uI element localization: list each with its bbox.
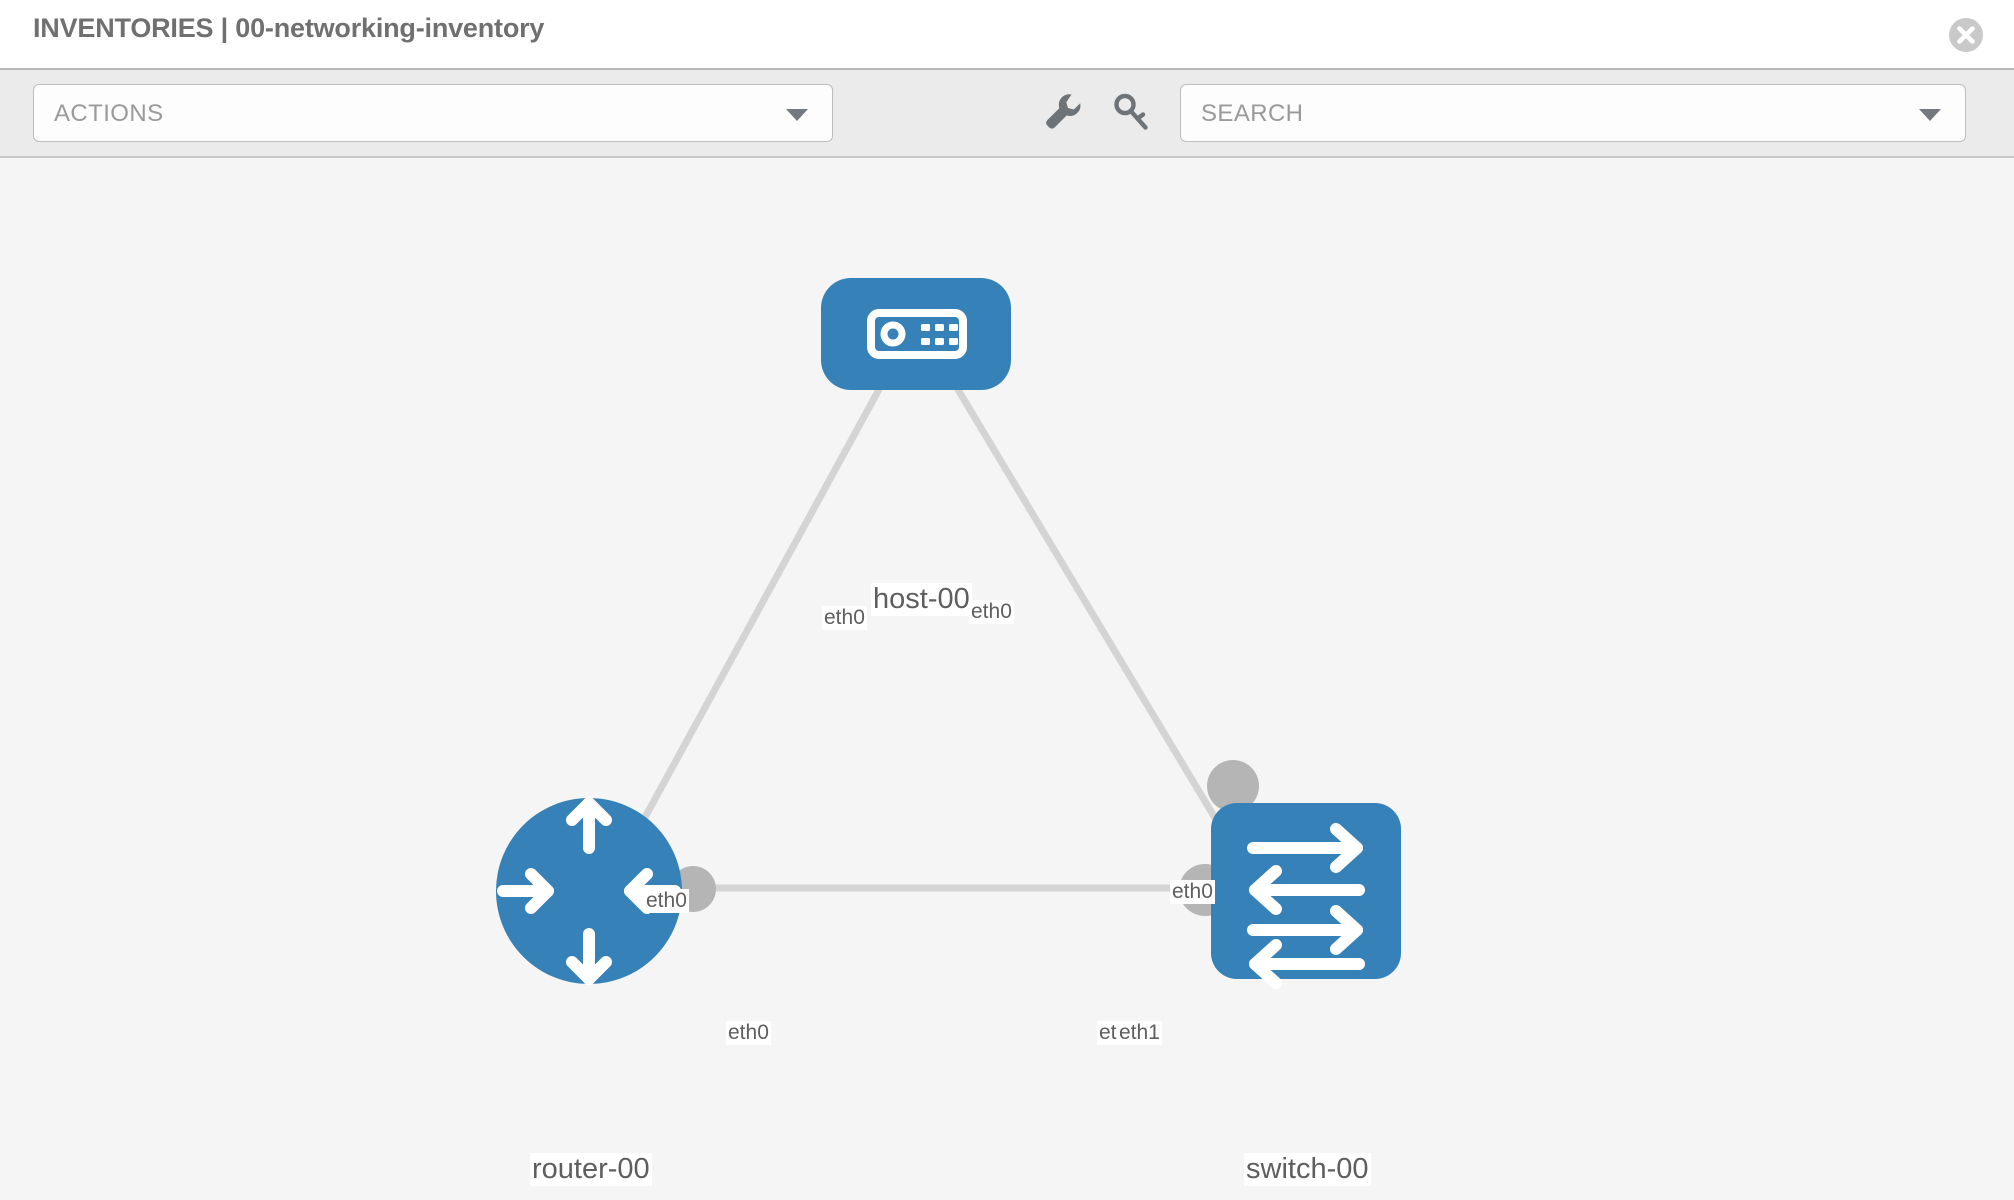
port-label-host-eth0-right: eth0	[969, 600, 1014, 624]
port-label-switch-uplink-eth0: eth0	[1170, 880, 1215, 904]
server-icon-led	[880, 321, 906, 347]
node-host-00-shape	[821, 278, 1011, 390]
chevron-down-icon	[786, 109, 808, 121]
topology-canvas[interactable]: host-00 router-00 switch-00 eth0 eth0 et…	[0, 158, 2014, 1200]
wrench-icon[interactable]	[1040, 90, 1084, 136]
node-label-switch-00: switch-00	[1244, 1153, 1371, 1186]
port-label-host-eth0-left: eth0	[822, 606, 867, 630]
port-label-switch-eth1: eth1	[1117, 1021, 1162, 1045]
toolbar: ACTIONS SEARCH	[0, 70, 2014, 158]
port-label-router-eth0: eth0	[726, 1021, 771, 1045]
page-header: INVENTORIES | 00-networking-inventory	[0, 0, 2014, 70]
search-placeholder: SEARCH	[1201, 100, 1304, 127]
node-host-00	[821, 278, 1011, 390]
chevron-down-icon[interactable]	[1919, 109, 1941, 121]
node-label-router-00: router-00	[530, 1153, 652, 1186]
switch-arrows-icon	[1247, 823, 1365, 989]
server-icon-dots	[921, 324, 958, 345]
search-input[interactable]: SEARCH	[1180, 84, 1966, 142]
port-connectors	[670, 337, 1259, 916]
topology-graph	[496, 278, 1401, 989]
port-circle-switch-eth0	[1207, 760, 1259, 812]
node-switch-00	[1211, 803, 1401, 989]
node-router-00	[496, 797, 682, 985]
link-edges	[616, 371, 1237, 892]
close-icon[interactable]	[1948, 17, 1984, 53]
link-host-router	[616, 371, 892, 865]
page-title: INVENTORIES | 00-networking-inventory	[33, 13, 545, 43]
node-router-00-shape	[496, 798, 682, 984]
node-label-host-00: host-00	[871, 583, 972, 616]
actions-dropdown-label: ACTIONS	[54, 100, 164, 127]
port-label-router-uplink-eth0: eth0	[644, 889, 689, 913]
key-icon[interactable]	[1110, 90, 1154, 136]
server-icon	[867, 309, 967, 359]
link-host-switch	[944, 371, 1237, 850]
actions-dropdown[interactable]: ACTIONS	[33, 84, 833, 142]
